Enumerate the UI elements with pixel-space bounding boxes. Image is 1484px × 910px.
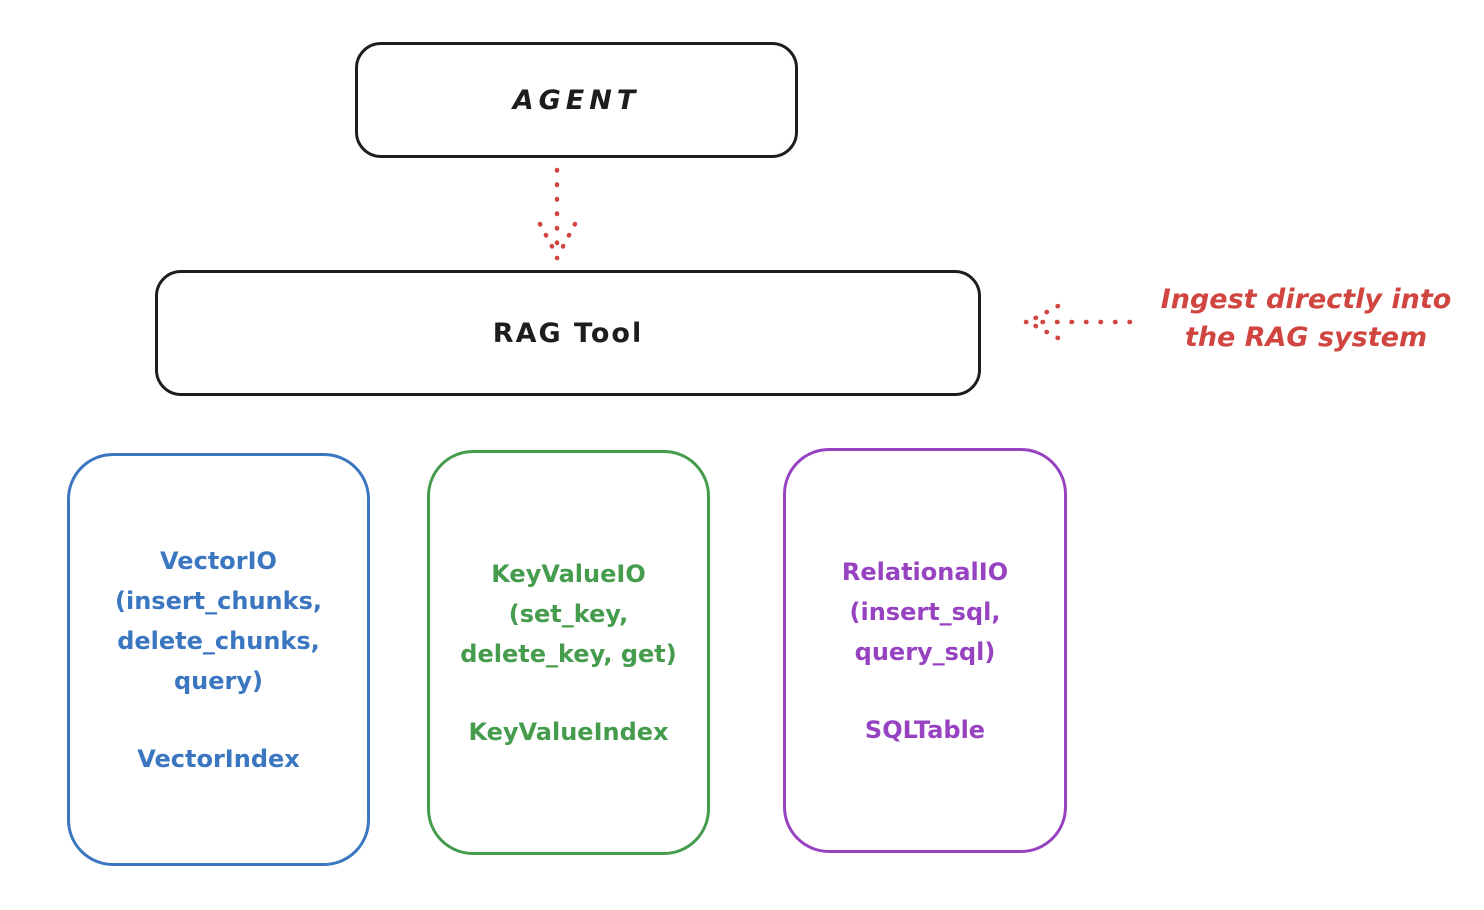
relational-io-body: RelationalIO (insert_sql, query_sql) (841, 557, 1009, 666)
ingest-annotation-line2: the RAG system (1184, 322, 1428, 353)
ingest-annotation: Ingest directly into the RAG system (1132, 281, 1480, 357)
annotation-to-rag-arrow (1023, 303, 1133, 341)
rag-tool-label: RAG Tool (492, 317, 644, 349)
vector-io-box: VectorIO (insert_chunks, delete_chunks, … (67, 453, 370, 866)
vector-io-body: VectorIO (insert_chunks, delete_chunks, … (115, 546, 322, 695)
keyvalue-io-footer: KeyValueIndex (468, 717, 669, 746)
vector-io-footer: VectorIndex (137, 744, 300, 773)
ingest-annotation-line1: Ingest directly into (1160, 284, 1452, 315)
relational-io-footer: SQLTable (864, 715, 986, 744)
keyvalue-io-box: KeyValueIO (set_key, delete_key, get) Ke… (427, 450, 710, 855)
agent-label: AGENT (512, 84, 641, 116)
agent-to-rag-arrow (537, 167, 578, 261)
agent-node: AGENT (355, 42, 798, 158)
keyvalue-io-body: KeyValueIO (set_key, delete_key, get) (460, 559, 677, 668)
relational-io-box: RelationalIO (insert_sql, query_sql) SQL… (783, 448, 1067, 853)
rag-tool-node: RAG Tool (155, 270, 981, 396)
